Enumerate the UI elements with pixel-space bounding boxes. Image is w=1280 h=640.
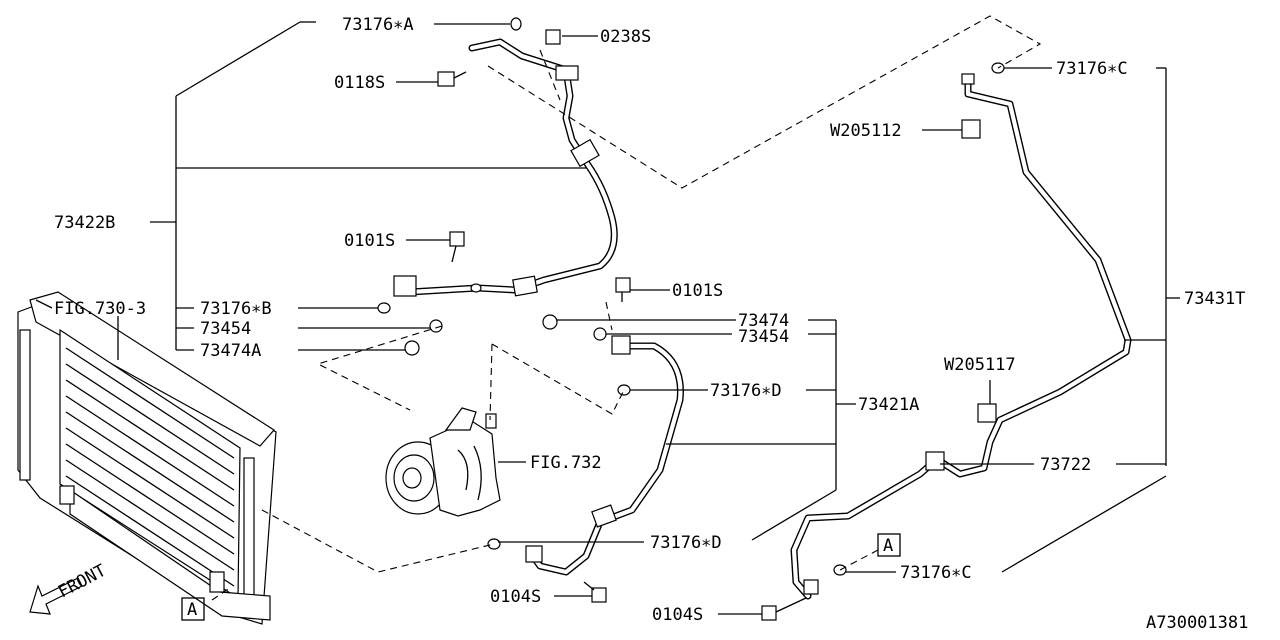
label-w205117: W205117 — [944, 355, 1016, 375]
o-ring-73176d-upper — [617, 384, 631, 396]
label-73176d-upper: 73176∗D — [710, 381, 782, 401]
label-73176c-top: 73176∗C — [1056, 59, 1128, 79]
small-parts — [377, 17, 1005, 621]
label-0104s-right: 0104S — [652, 605, 703, 625]
label-73431t: 73431T — [1184, 289, 1245, 309]
o-ring-73176b — [377, 302, 391, 314]
condenser-fins — [65, 347, 235, 587]
bolt-0101s-mid — [615, 277, 631, 293]
o-ring-73176a — [510, 17, 522, 31]
drawing-number: A730001381 — [1146, 613, 1248, 633]
label-73176d-lower: 73176∗D — [650, 533, 722, 553]
dashed-guides — [211, 15, 1042, 601]
front-label: FRONT — [55, 561, 110, 603]
ref-marker-a-right-box — [877, 533, 901, 557]
cap-73474a — [404, 340, 420, 356]
cap-73474 — [542, 314, 558, 330]
label-73474a: 73474A — [200, 341, 261, 361]
clip-w205112 — [961, 119, 981, 139]
o-ring-73176d-lower — [487, 538, 501, 550]
label-73722: 73722 — [1040, 455, 1091, 475]
label-0101s-mid: 0101S — [672, 281, 723, 301]
leader-lines — [35, 21, 1180, 615]
nut-0238s — [545, 29, 561, 45]
bolt-0101s-top — [449, 231, 465, 247]
bolt-0104s-right — [761, 605, 777, 621]
clip-w205117 — [977, 403, 997, 423]
ref-marker-a-right: A — [883, 536, 893, 556]
label-73421a: 73421A — [858, 395, 919, 415]
hose-73422b — [393, 38, 618, 297]
label-73422b: 73422B — [54, 213, 115, 233]
label-73176a: 73176∗A — [342, 15, 414, 35]
label-fig732: FIG.732 — [530, 453, 602, 473]
label-73176b: 73176∗B — [200, 299, 272, 319]
label-73474: 73474 — [738, 311, 789, 331]
label-0101s-top: 0101S — [344, 231, 395, 251]
compressor — [385, 407, 501, 517]
part-labels: 73176∗A 0238S 0118S 73422B 0101S 73176∗B… — [54, 15, 1248, 633]
label-73176c-bottom: 73176∗C — [900, 563, 972, 583]
label-73454-right: 73454 — [738, 327, 789, 347]
ref-marker-a-left: A — [187, 600, 197, 620]
bolt-0104s-mid — [591, 587, 607, 603]
label-73454-left: 73454 — [200, 319, 251, 339]
label-fig730: FIG.730-3 — [54, 299, 146, 319]
ref-marker-a-left-box — [181, 597, 205, 621]
pipe-73722 — [790, 451, 945, 600]
condenser-assembly — [17, 291, 277, 625]
cap-73454-right — [593, 327, 607, 341]
front-arrow: FRONT — [29, 561, 110, 615]
hose-73421a — [525, 335, 684, 576]
label-w205112: W205112 — [830, 121, 902, 141]
label-0104s-mid: 0104S — [490, 587, 541, 607]
label-0118s: 0118S — [334, 73, 385, 93]
reference-markers: A A — [181, 533, 901, 621]
bolt-0118s — [437, 71, 455, 87]
label-0238s: 0238S — [600, 27, 651, 47]
pipe-73431t — [934, 73, 1132, 478]
